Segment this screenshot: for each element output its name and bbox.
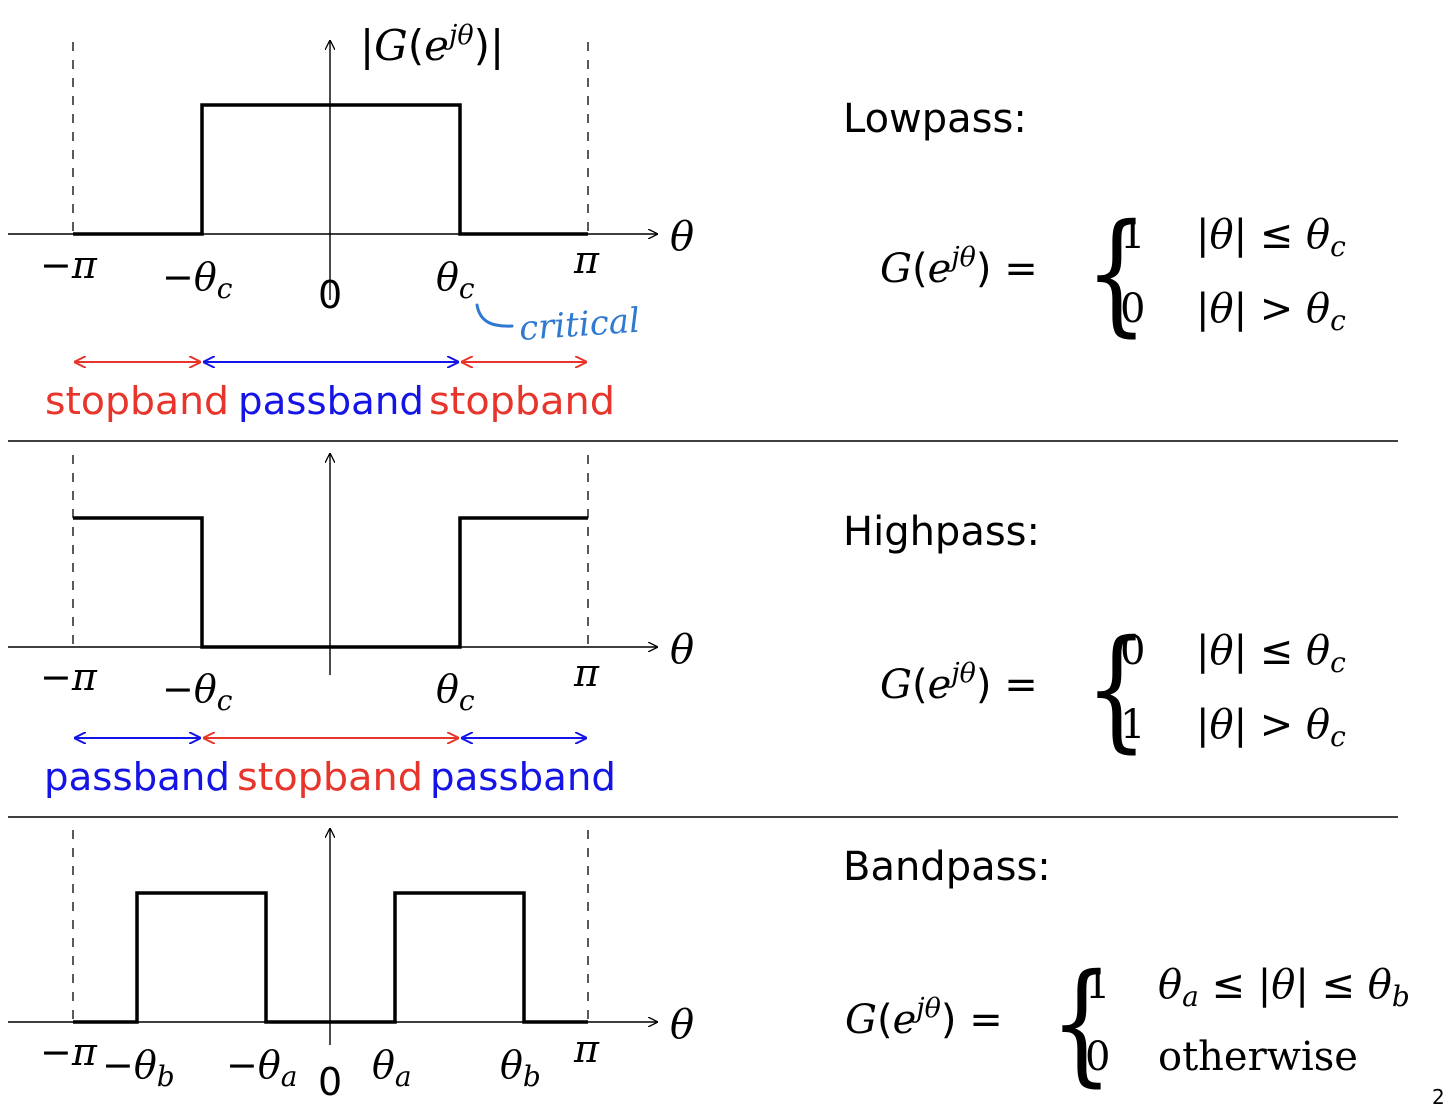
tick-neg-theta-b: −θb	[102, 1043, 175, 1093]
band-label-passband-left: passband	[44, 755, 230, 799]
tick-theta-a: θa	[372, 1043, 412, 1093]
tick-neg-theta-c: −θc	[162, 667, 233, 717]
highpass-plot: θ −π −θc θc π passband stopband passband	[8, 453, 694, 799]
lowpass-case-1-value: 1	[1120, 212, 1145, 258]
x-axis-label: θ	[670, 627, 694, 673]
lowpass-title: Lowpass:	[843, 96, 1027, 142]
bandpass-brace: {	[1050, 946, 1113, 1100]
lowpass-brace: {	[1085, 196, 1148, 350]
band-label-passband-right: passband	[430, 755, 616, 799]
tick-pi: π	[573, 238, 600, 282]
tick-theta-c: θc	[436, 255, 475, 305]
lowpass-case-2-value: 0	[1120, 286, 1145, 332]
highpass-definition: Highpass: G(ejθ) = { 0 |θ| ≤ θc 1 |θ| > …	[843, 509, 1346, 766]
annotation-stroke	[475, 303, 514, 328]
band-label-passband: passband	[238, 379, 424, 423]
lowpass-case-1-condition: |θ| ≤ θc	[1196, 212, 1346, 263]
bandpass-plot: θ −π −θb −θa 0 θa θb π	[8, 828, 694, 1104]
response-curve	[73, 891, 588, 1024]
highpass-case-2-value: 1	[1120, 702, 1145, 748]
highpass-case-2-condition: |θ| > θc	[1196, 702, 1346, 753]
highpass-brace: {	[1085, 612, 1148, 766]
bandpass-case-1-condition: θa ≤ |θ| ≤ θb	[1158, 962, 1410, 1013]
band-label-stopband: stopband	[237, 755, 423, 799]
x-axis-label: θ	[670, 1002, 694, 1048]
tick-theta-b: θb	[500, 1043, 541, 1093]
x-axis-label: θ	[670, 214, 694, 260]
tick-neg-pi: −π	[40, 655, 98, 699]
response-curve	[73, 516, 588, 649]
response-curve	[73, 103, 588, 236]
highpass-title: Highpass:	[843, 509, 1040, 555]
band-label-stopband-left: stopband	[45, 379, 229, 423]
tick-zero: 0	[318, 1060, 342, 1104]
bandpass-case-2-condition: otherwise	[1158, 1034, 1358, 1080]
tick-neg-pi: −π	[40, 243, 98, 287]
tick-neg-theta-a: −θa	[226, 1043, 297, 1093]
tick-zero: 0	[318, 273, 342, 317]
lowpass-case-2-condition: |θ| > θc	[1196, 286, 1346, 337]
highpass-case-1-condition: |θ| ≤ θc	[1196, 628, 1346, 679]
bandpass-title: Bandpass:	[843, 844, 1051, 890]
band-label-stopband-right: stopband	[429, 379, 615, 423]
lowpass-plot: |G(ejθ)| θ −π −θc 0 θc π critical stopba…	[8, 20, 694, 423]
annotation-critical: critical	[518, 301, 641, 349]
lowpass-equation-lhs: G(ejθ) =	[880, 242, 1038, 292]
tick-theta-c: θc	[436, 667, 475, 717]
tick-pi: π	[573, 651, 600, 695]
y-axis-label: |G(ejθ)|	[360, 20, 504, 70]
tick-neg-theta-c: −θc	[162, 255, 233, 305]
bandpass-equation-lhs: G(ejθ) =	[845, 993, 1003, 1043]
tick-pi: π	[573, 1027, 600, 1071]
bandpass-case-1-value: 1	[1085, 962, 1110, 1008]
bandpass-case-2-value: 0	[1085, 1034, 1110, 1080]
highpass-case-1-value: 0	[1120, 628, 1145, 674]
page-number: 2	[1432, 1085, 1445, 1109]
highpass-equation-lhs: G(ejθ) =	[880, 658, 1038, 708]
lowpass-definition: Lowpass: G(ejθ) = { 1 |θ| ≤ θc 0 |θ| > θ…	[843, 96, 1346, 350]
bandpass-definition: Bandpass: G(ejθ) = { 1 θa ≤ |θ| ≤ θb 0 o…	[843, 844, 1410, 1100]
tick-neg-pi: −π	[40, 1030, 98, 1074]
